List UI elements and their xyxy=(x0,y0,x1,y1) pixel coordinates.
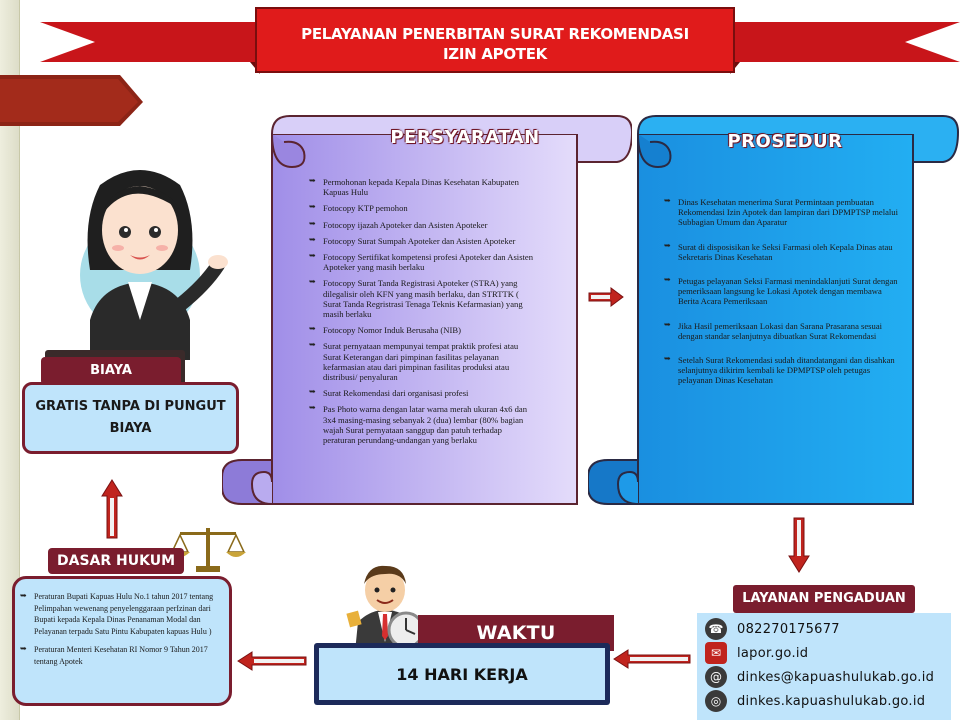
list-item: Surat di disposisikan ke Seksi Farmasi o… xyxy=(664,241,898,262)
contact-web-text: dinkes.kapuashulukab.go.id xyxy=(737,693,926,709)
prosedur-scroll xyxy=(588,115,960,505)
persyaratan-list-container: Permohonan kepada Kepala Dinas Kesehatan… xyxy=(307,176,535,451)
contact-email[interactable]: @ dinkes@kapuashulukab.go.id xyxy=(705,665,934,689)
left-red-tab xyxy=(0,75,143,126)
arrow-left-icon xyxy=(237,651,307,671)
list-item: Fotocopy KTP pemohon xyxy=(309,202,535,213)
list-item: Fotocopy Surat Tanda Registrasi Apoteker… xyxy=(309,277,535,319)
biaya-box: GRATIS TANPA DI PUNGUT BIAYA xyxy=(22,382,239,454)
page-title: PELAYANAN PENERBITAN SURAT REKOMENDASI I… xyxy=(256,24,734,64)
arrow-down-icon xyxy=(788,517,810,573)
waktu-value: 14 HARI KERJA xyxy=(319,648,605,700)
prosedur-title: PROSEDUR xyxy=(727,131,843,152)
list-item: Fotocopy Nomor Induk Berusaha (NIB) xyxy=(309,324,535,335)
list-item: Surat pernyataan mempunyai tempat prakti… xyxy=(309,340,535,382)
list-item: Pas Photo warna dengan latar warna merah… xyxy=(309,403,535,445)
contact-lapor-text: lapor.go.id xyxy=(737,645,809,661)
waktu-box: 14 HARI KERJA xyxy=(314,643,610,705)
biaya-value-line2: BIAYA xyxy=(109,421,152,436)
contact-email-text: dinkes@kapuashulukab.go.id xyxy=(737,669,935,685)
contact-phone-text: 082270175677 xyxy=(737,621,840,637)
contact-web[interactable]: ◎ dinkes.kapuashulukab.go.id xyxy=(705,689,925,713)
contact-lapor[interactable]: ✉ lapor.go.id xyxy=(705,641,808,665)
email-icon: @ xyxy=(705,666,727,688)
list-item: Peraturan Menteri Kesehatan RI Nomor 9 T… xyxy=(20,643,221,667)
page-title-line1: PELAYANAN PENERBITAN SURAT REKOMENDASI xyxy=(301,25,689,43)
whatsapp-icon: ☎ xyxy=(705,618,727,640)
prosedur-list-container: Dinas Kesehatan menerima Surat Permintaa… xyxy=(662,196,898,392)
persyaratan-title: PERSYARATAN xyxy=(390,127,540,148)
arrow-left-icon xyxy=(613,649,691,669)
list-item: Fotocopy Surat Sumpah Apoteker dan Asist… xyxy=(309,235,535,246)
woman-illustration xyxy=(80,170,228,360)
web-icon: ◎ xyxy=(705,690,727,712)
list-item: Fotocopy ijazah Apoteker dan Asisten Apo… xyxy=(309,219,535,230)
left-stripe-line xyxy=(19,0,20,720)
lapor-icon: ✉ xyxy=(705,642,727,664)
left-stripe xyxy=(0,0,19,720)
arrow-up-icon xyxy=(101,479,123,539)
dasar-hukum-box: Peraturan Bupati Kapuas Hulu No.1 tahun … xyxy=(12,576,232,706)
list-item: Permohonan kepada Kepala Dinas Kesehatan… xyxy=(309,176,535,197)
list-item: Petugas pelayanan Seksi Farmasi menindak… xyxy=(664,275,898,307)
list-item: Setelah Surat Rekomendasi sudah ditandat… xyxy=(664,354,898,386)
page-title-line2: IZIN APOTEK xyxy=(443,45,547,63)
pengaduan-box: ☎ 082270175677 ✉ lapor.go.id @ dinkes@ka… xyxy=(697,613,951,720)
list-item: Surat Rekomendasi dari organisasi profes… xyxy=(309,387,535,398)
list-item: Fotocopy Sertifikat kompetensi profesi A… xyxy=(309,251,535,272)
contact-whatsapp[interactable]: ☎ 082270175677 xyxy=(705,617,840,641)
dasar-hukum-label: DASAR HUKUM xyxy=(48,548,184,574)
biaya-value-line1: GRATIS TANPA DI PUNGUT xyxy=(35,399,226,414)
list-item: Peraturan Bupati Kapuas Hulu No.1 tahun … xyxy=(20,590,221,637)
persyaratan-list: Permohonan kepada Kepala Dinas Kesehatan… xyxy=(307,176,535,445)
dasar-hukum-list: Peraturan Bupati Kapuas Hulu No.1 tahun … xyxy=(20,590,221,667)
list-item: Dinas Kesehatan menerima Surat Permintaa… xyxy=(664,196,898,228)
list-item: Jika Hasil pemeriksaan Lokasi dan Sarana… xyxy=(664,320,898,341)
prosedur-list: Dinas Kesehatan menerima Surat Permintaa… xyxy=(662,196,898,386)
pengaduan-label: LAYANAN PENGADUAN xyxy=(733,585,915,613)
arrow-right-icon xyxy=(588,287,624,307)
header-ribbon xyxy=(40,7,960,74)
biaya-label: BIAYA xyxy=(41,357,181,385)
